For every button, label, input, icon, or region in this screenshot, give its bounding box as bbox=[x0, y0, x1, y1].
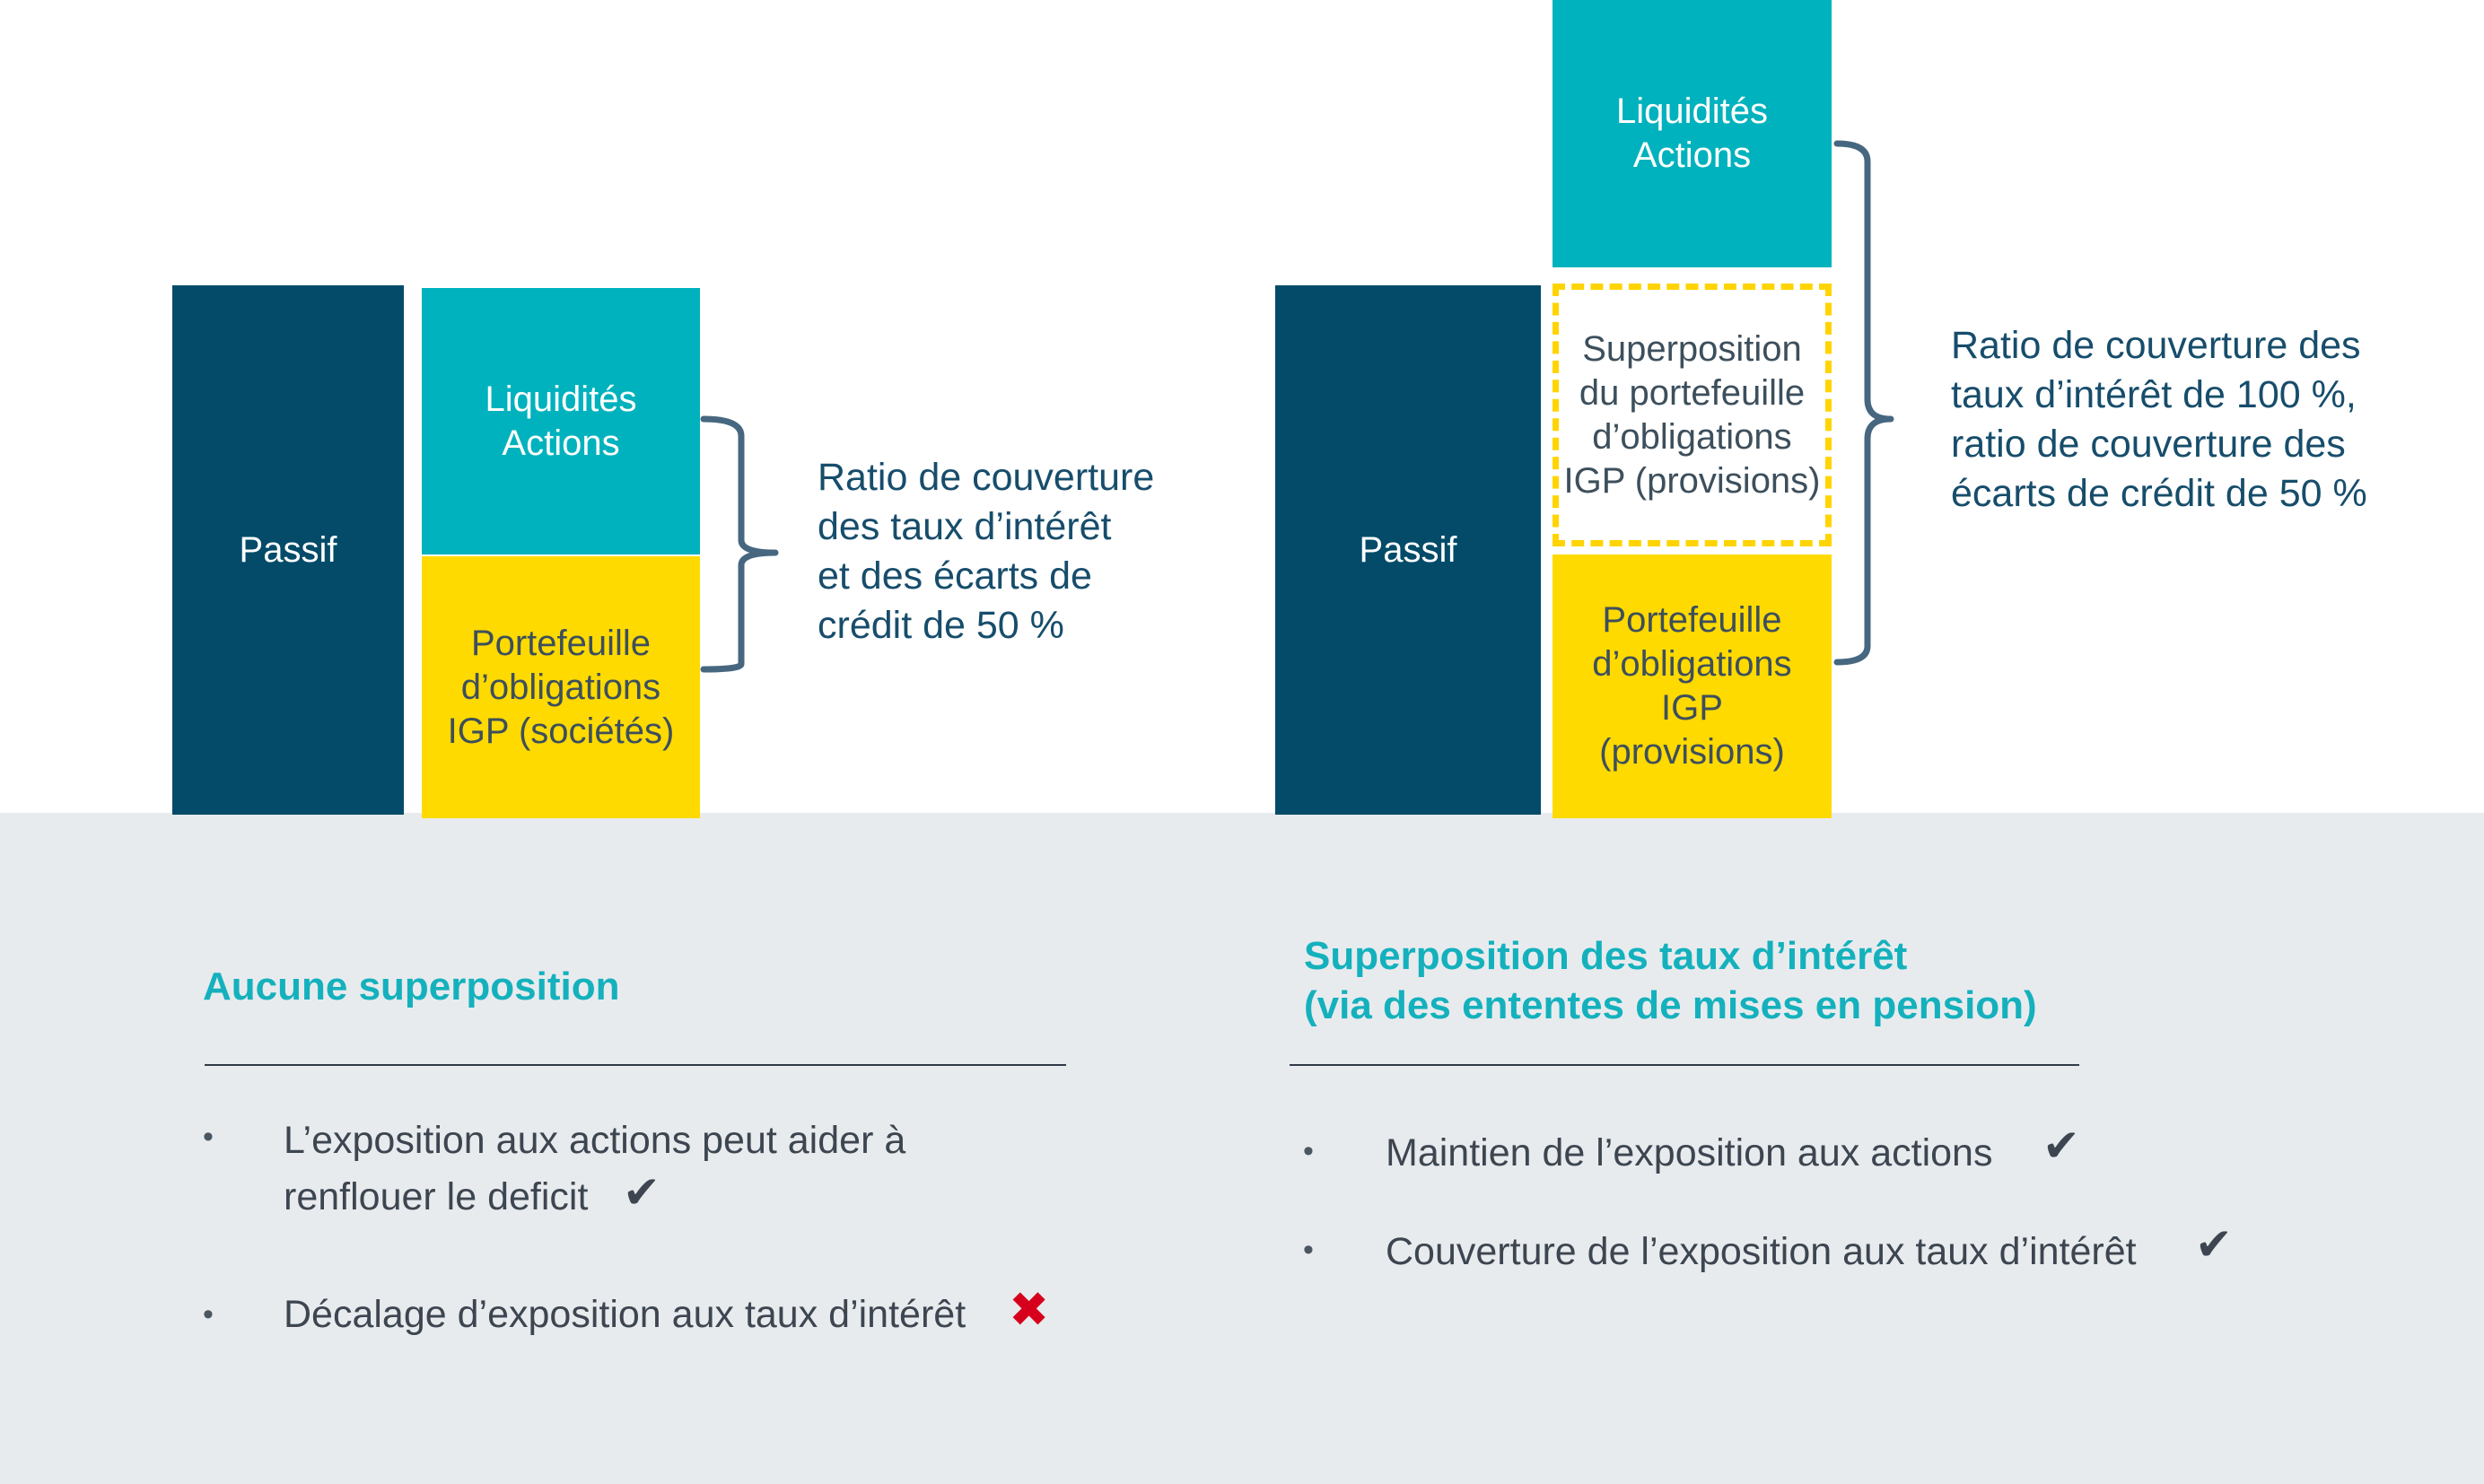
left-ratio-text: Ratio de couverture des taux d’intérêt e… bbox=[818, 456, 1155, 647]
bottom-panel-background bbox=[0, 813, 2484, 1484]
left-bullet-2-dot: • bbox=[203, 1297, 214, 1331]
right-bullet-1-dot: • bbox=[1303, 1134, 1314, 1168]
right-bullet-2-dot: • bbox=[1303, 1233, 1314, 1267]
left-portefeuille-block: Portefeuille d’obligations IGP (sociétés… bbox=[422, 556, 700, 818]
left-brace-icon bbox=[700, 415, 779, 673]
right-bullet-1-text: Maintien de l’exposition aux actions bbox=[1386, 1131, 1993, 1174]
right-superposition-label: Superposition du portefeuille d’obligati… bbox=[1563, 328, 1821, 501]
right-ratio-text: Ratio de couverture des taux d’intérêt d… bbox=[1951, 324, 2367, 515]
left-bullet-2-text: Décalage d’exposition aux taux d’intérêt bbox=[284, 1293, 966, 1336]
left-divider bbox=[205, 1064, 1066, 1066]
left-passif-block: Passif bbox=[172, 285, 404, 815]
left-liquidites-label: Liquidités Actions bbox=[485, 379, 637, 463]
left-bullet-1-dot: • bbox=[203, 1120, 214, 1154]
right-liquidites-block: Liquidités Actions bbox=[1552, 0, 1832, 267]
right-bullet-1-check-icon: ✔ bbox=[2042, 1121, 2080, 1171]
left-heading: Aucune superposition bbox=[203, 965, 620, 1008]
right-portefeuille-label: Portefeuille d’obligations IGP (provisio… bbox=[1592, 600, 1792, 772]
left-passif-label: Passif bbox=[239, 529, 337, 570]
right-passif-label: Passif bbox=[1359, 529, 1457, 570]
right-bullet-2-check-icon: ✔ bbox=[2195, 1219, 2233, 1270]
right-liquidites-label: Liquidités Actions bbox=[1615, 92, 1768, 175]
left-bullet-2-cross-icon: ✖ bbox=[1009, 1283, 1050, 1337]
left-liquidites-block: Liquidités Actions bbox=[422, 288, 700, 554]
left-portefeuille-label: Portefeuille d’obligations IGP (sociétés… bbox=[447, 623, 675, 751]
right-bullet-2-text: Couverture de l’exposition aux taux d’in… bbox=[1386, 1230, 2137, 1273]
right-brace-icon bbox=[1833, 140, 1894, 666]
right-divider bbox=[1290, 1064, 2079, 1066]
right-superposition-block: Superposition du portefeuille d’obligati… bbox=[1552, 284, 1832, 546]
left-bullet-1-check-icon: ✔ bbox=[623, 1167, 660, 1218]
right-heading: Superposition des taux d’intérêt (via de… bbox=[1304, 934, 2037, 1027]
right-portefeuille-block: Portefeuille d’obligations IGP (provisio… bbox=[1552, 554, 1832, 818]
right-passif-block: Passif bbox=[1275, 285, 1541, 815]
left-bullet-1-text: L’exposition aux actions peut aider à re… bbox=[284, 1119, 906, 1218]
